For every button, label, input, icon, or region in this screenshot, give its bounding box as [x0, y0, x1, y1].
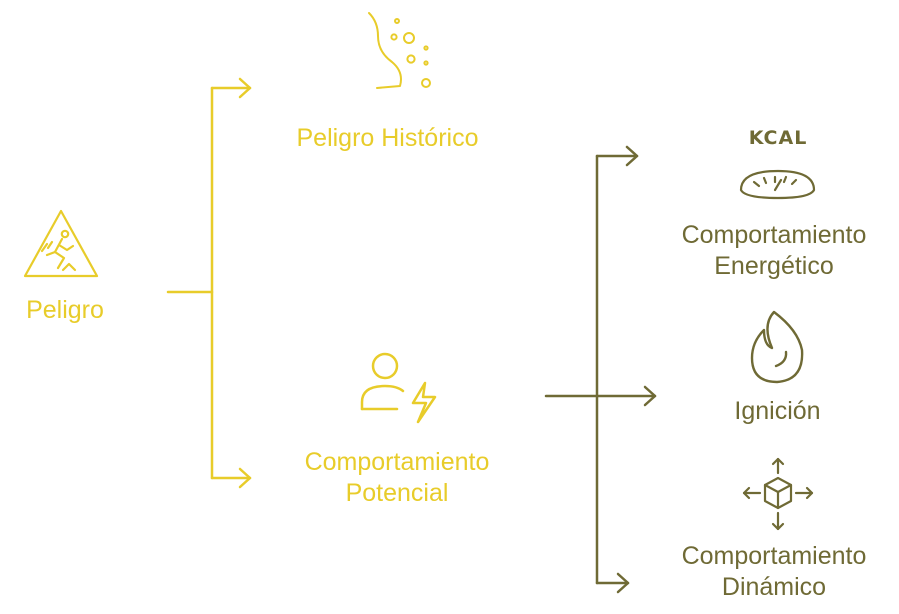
warning-slip-icon — [23, 209, 99, 278]
connector-peligro — [166, 77, 252, 489]
node-comportamiento-energetico-line1: Comportamiento — [681, 221, 867, 249]
node-peligro-label: Peligro — [26, 296, 104, 324]
person-bolt-icon — [360, 352, 437, 424]
kcal-scale-icon — [739, 169, 816, 200]
node-comportamiento-energetico-line2: Energético — [714, 251, 834, 280]
node-comportamiento-dinamico-line2: Dinámico — [721, 572, 827, 601]
node-comportamiento-energetico-label: Comportamiento Energético — [645, 220, 899, 281]
flame-icon — [750, 310, 804, 384]
node-comportamiento-dinamico-label: Comportamiento Dinámico — [645, 541, 899, 602]
node-comportamiento-potencial-line2: Potencial — [345, 478, 449, 507]
cube-arrows-icon — [742, 457, 814, 531]
kcal-icon-label: KCAL — [748, 127, 808, 149]
node-ignicion-label: Ignición — [734, 397, 821, 425]
node-comportamiento-potencial-line1: Comportamiento — [304, 448, 490, 476]
node-comportamiento-dinamico-line1: Comportamiento — [681, 542, 867, 570]
connector-potencial — [544, 145, 657, 594]
node-comportamiento-potencial-label: Comportamiento Potencial — [262, 447, 532, 508]
rockfall-icon — [368, 12, 431, 89]
node-peligro-historico-label: Peligro Histórico — [296, 124, 479, 152]
